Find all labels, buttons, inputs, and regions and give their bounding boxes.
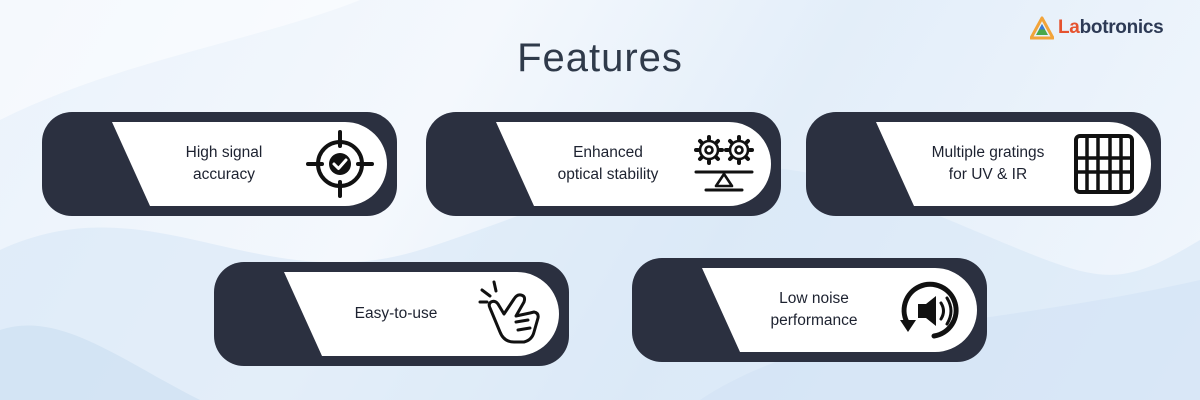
- triangle-logo-icon: [1030, 16, 1054, 40]
- tap-hand-icon: [478, 280, 540, 344]
- feature-label: Low noise performance: [770, 289, 858, 329]
- feature-card-multiple-gratings: Multiple gratings for UV & IR: [806, 112, 1161, 216]
- target-check-icon: [306, 130, 374, 198]
- feature-label: High signal accuracy: [185, 143, 263, 183]
- page-title: Features: [517, 36, 683, 80]
- feature-label: Enhanced optical stability: [557, 143, 659, 183]
- feature-label: Multiple gratings for UV & IR: [931, 143, 1045, 183]
- feature-card-optical-stability: Enhanced optical stability: [426, 112, 781, 216]
- feature-card-signal-accuracy: High signal accuracy: [42, 112, 397, 216]
- feature-label: Easy-to-use: [354, 304, 438, 322]
- feature-card-easy-to-use: Easy-to-use: [214, 262, 569, 366]
- speaker-low-noise-icon: [900, 281, 959, 339]
- feature-card-low-noise: Low noise performance: [632, 258, 987, 362]
- grating-grid-icon: [1074, 134, 1134, 194]
- brand-logo: Labotronics: [1030, 14, 1164, 42]
- brand-name: Labotronics: [1058, 17, 1164, 38]
- gears-balance-icon: [694, 135, 754, 192]
